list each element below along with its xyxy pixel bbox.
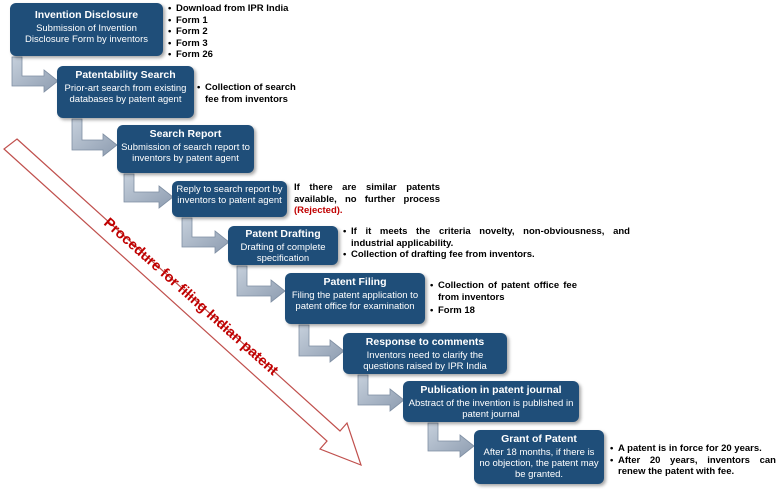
step-patent-drafting: Patent Drafting Drafting of complete spe… xyxy=(228,226,338,265)
note-search: Collection of search fee from inventors xyxy=(197,82,312,105)
note-item: Form 1 xyxy=(168,15,318,27)
step-description: Drafting of complete specification xyxy=(240,242,326,264)
note-drafting: If it meets the criteria novelty, non-ob… xyxy=(343,226,630,261)
note-reply: If there are similar patents available, … xyxy=(294,182,440,217)
step-title: Grant of Patent xyxy=(501,433,577,445)
connector-arrow xyxy=(357,374,405,412)
step-description: Reply to search report by inventors to p… xyxy=(176,184,283,206)
connector-arrow xyxy=(427,422,475,458)
step-title: Search Report xyxy=(149,128,222,140)
note-item: Form 18 xyxy=(430,305,577,317)
note-item: Form 2 xyxy=(168,26,318,38)
step-invention-disclosure: Invention Disclosure Submission of Inven… xyxy=(10,3,163,56)
step-title: Publication in patent journal xyxy=(420,384,562,396)
note-reply-text: If there are similar patents available, … xyxy=(294,182,440,205)
connector-arrow xyxy=(123,173,174,209)
connector-arrow xyxy=(236,265,286,303)
step-description: Abstract of the invention is published i… xyxy=(408,398,574,420)
step-description: Inventors need to clarify the questions … xyxy=(363,350,487,372)
step-response-to-comments: Response to comments Inventors need to c… xyxy=(343,333,507,374)
rejected-label: (Rejected). xyxy=(294,205,343,216)
step-title: Invention Disclosure xyxy=(34,9,139,21)
note-disclosure: Download from IPR India Form 1 Form 2 Fo… xyxy=(168,3,318,61)
step-patentability-search: Patentability Search Prior-art search fr… xyxy=(57,66,194,118)
step-publication: Publication in patent journal Abstract o… xyxy=(403,381,579,422)
step-description: Submission of search report to inventors… xyxy=(121,142,250,164)
note-item: Collection of patent office fee from inv… xyxy=(430,280,577,303)
step-description: Filing the patent application to patent … xyxy=(291,290,419,312)
note-item: Form 3 xyxy=(168,38,318,50)
step-reply-search-report: Reply to search report by inventors to p… xyxy=(172,181,287,217)
note-item: Collection of search fee from inventors xyxy=(197,82,312,105)
note-item: After 20 years, inventors can renew the … xyxy=(610,455,776,478)
step-description: Submission of Invention Disclosure Form … xyxy=(24,23,148,45)
step-title: Patent Filing xyxy=(323,276,387,288)
step-patent-filing: Patent Filing Filing the patent applicat… xyxy=(285,273,425,324)
step-description: After 18 months, if there is no objectio… xyxy=(479,447,599,480)
step-grant-of-patent: Grant of Patent After 18 months, if ther… xyxy=(474,430,604,484)
note-filing: Collection of patent office fee from inv… xyxy=(430,280,577,317)
connector-arrow xyxy=(71,118,118,157)
procedure-arrow xyxy=(3,138,362,467)
step-search-report: Search Report Submission of search repor… xyxy=(117,125,254,173)
note-item: If it meets the criteria novelty, non-ob… xyxy=(343,226,630,249)
step-title: Response to comments xyxy=(365,336,485,348)
note-item: Form 26 xyxy=(168,49,318,61)
step-title: Patent Drafting xyxy=(245,228,321,240)
note-item: Download from IPR India xyxy=(168,3,318,15)
step-title: Patentability Search xyxy=(75,69,176,81)
connector-arrows xyxy=(11,56,475,458)
connector-arrow xyxy=(11,56,59,93)
note-item: Collection of drafting fee from inventor… xyxy=(343,249,630,261)
note-item: A patent is in force for 20 years. xyxy=(610,443,776,455)
step-description: Prior-art search from existing databases… xyxy=(64,83,187,105)
note-grant: A patent is in force for 20 years. After… xyxy=(610,443,776,478)
connector-arrow xyxy=(181,217,230,254)
connector-arrow xyxy=(298,324,345,363)
